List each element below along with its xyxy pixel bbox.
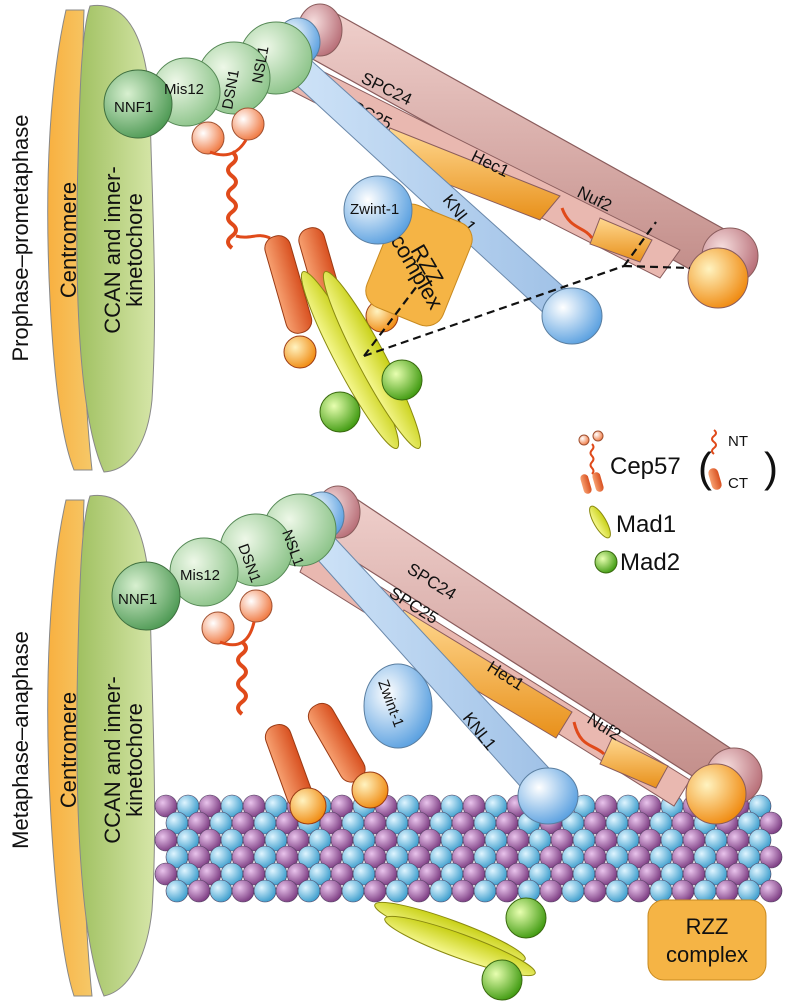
nnf1-label: NNF1 [118,591,157,608]
ndc80-complex: SPC24 SPC25 Hec1 Nuf2 [289,3,759,309]
tubulin-bead [231,879,255,903]
legend-cep57-label: Cep57 [610,453,681,480]
legend-ct-label: CT [728,475,748,492]
tubulin-bead [539,879,563,903]
zwint-label: Zwint-1 [350,201,399,218]
phase-label-top: Prophase–prometaphase [8,114,33,361]
tubulin-bead [363,879,387,903]
tubulin-bead [407,879,431,903]
mis12-label: Mis12 [180,567,220,584]
ccan-label-line2: kinetochore [122,703,147,817]
panel-bottom: Metaphase–anaphase Centromere CCAN and i… [8,485,783,1001]
legend-nt-label: NT [728,433,748,450]
tubulin-bead [385,879,409,903]
tubulin-bead [759,845,783,869]
tubulin-bead [429,879,453,903]
dashed-connections [363,221,691,358]
tubulin-bead [319,879,343,903]
tubulin-bead [165,879,189,903]
ccan-label-line1: CCAN and inner- [100,676,125,844]
tubulin-bead [561,879,585,903]
tubulin-bead [671,879,695,903]
tubulin-bead [297,879,321,903]
nnf1-label: NNF1 [114,99,153,116]
legend-mad1-label: Mad1 [616,511,676,538]
tubulin-bead [495,879,519,903]
tubulin-bead [209,879,233,903]
tubulin-bead [748,828,772,852]
tubulin-bead [759,879,783,903]
tubulin-bead [715,879,739,903]
cep57 [201,589,389,825]
tubulin-bead [748,862,772,886]
rzz-label-line2: complex [666,942,748,967]
legend-cep57-icon [578,430,604,494]
mis12-complex: NSL1 DSN1 Mis12 NNF1 [103,21,313,139]
panel-top: Prophase–prometaphase Centromere CCAN an… [8,3,759,473]
zwint: Zwint-1 [363,663,433,749]
tubulin-bead [737,879,761,903]
rzz-complex: RZZ complex [647,899,767,981]
mis12-label: Mis12 [164,81,204,98]
dsn1-label: DSN1 [219,68,243,110]
legend-mad2-icon [594,550,618,574]
tubulin-bead [275,879,299,903]
tubulin-bead [583,879,607,903]
tubulin-bead [649,879,673,903]
tubulin-bead [187,879,211,903]
ccan-label-line1: CCAN and inner- [100,166,125,334]
tubulin-bead [759,811,783,835]
tubulin-bead [451,879,475,903]
nsl1-label: NSL1 [249,45,272,85]
mad1-mad2-complex [374,897,547,1001]
legend-mad1-icon [589,505,611,539]
microtubule [154,794,783,903]
tubulin-bead [473,879,497,903]
tubulin-bead [627,879,651,903]
legend-paren-open: ( [698,444,712,491]
mad1-mad2-complex [300,270,423,450]
ccan-label-line2: kinetochore [122,193,147,307]
legend-mad2-label: Mad2 [620,549,680,576]
tubulin-bead [253,879,277,903]
tubulin-bead [693,879,717,903]
legend-nt-icon [711,429,717,455]
tubulin-bead [341,879,365,903]
legend: Cep57 ( NT CT ) Mad1 Mad2 [578,429,778,576]
tubulin-bead [605,879,629,903]
legend-ct-icon [708,468,722,490]
tubulin-bead [748,794,772,818]
zwint-rzz: RZZ complex Zwint-1 [343,175,473,327]
legend-paren-close: ) [764,444,778,491]
rzz-label-line1: RZZ [686,914,729,939]
mis12-complex: NSL1 DSN1 Mis12 NNF1 [111,493,337,631]
phase-label-bottom: Metaphase–anaphase [8,631,33,849]
